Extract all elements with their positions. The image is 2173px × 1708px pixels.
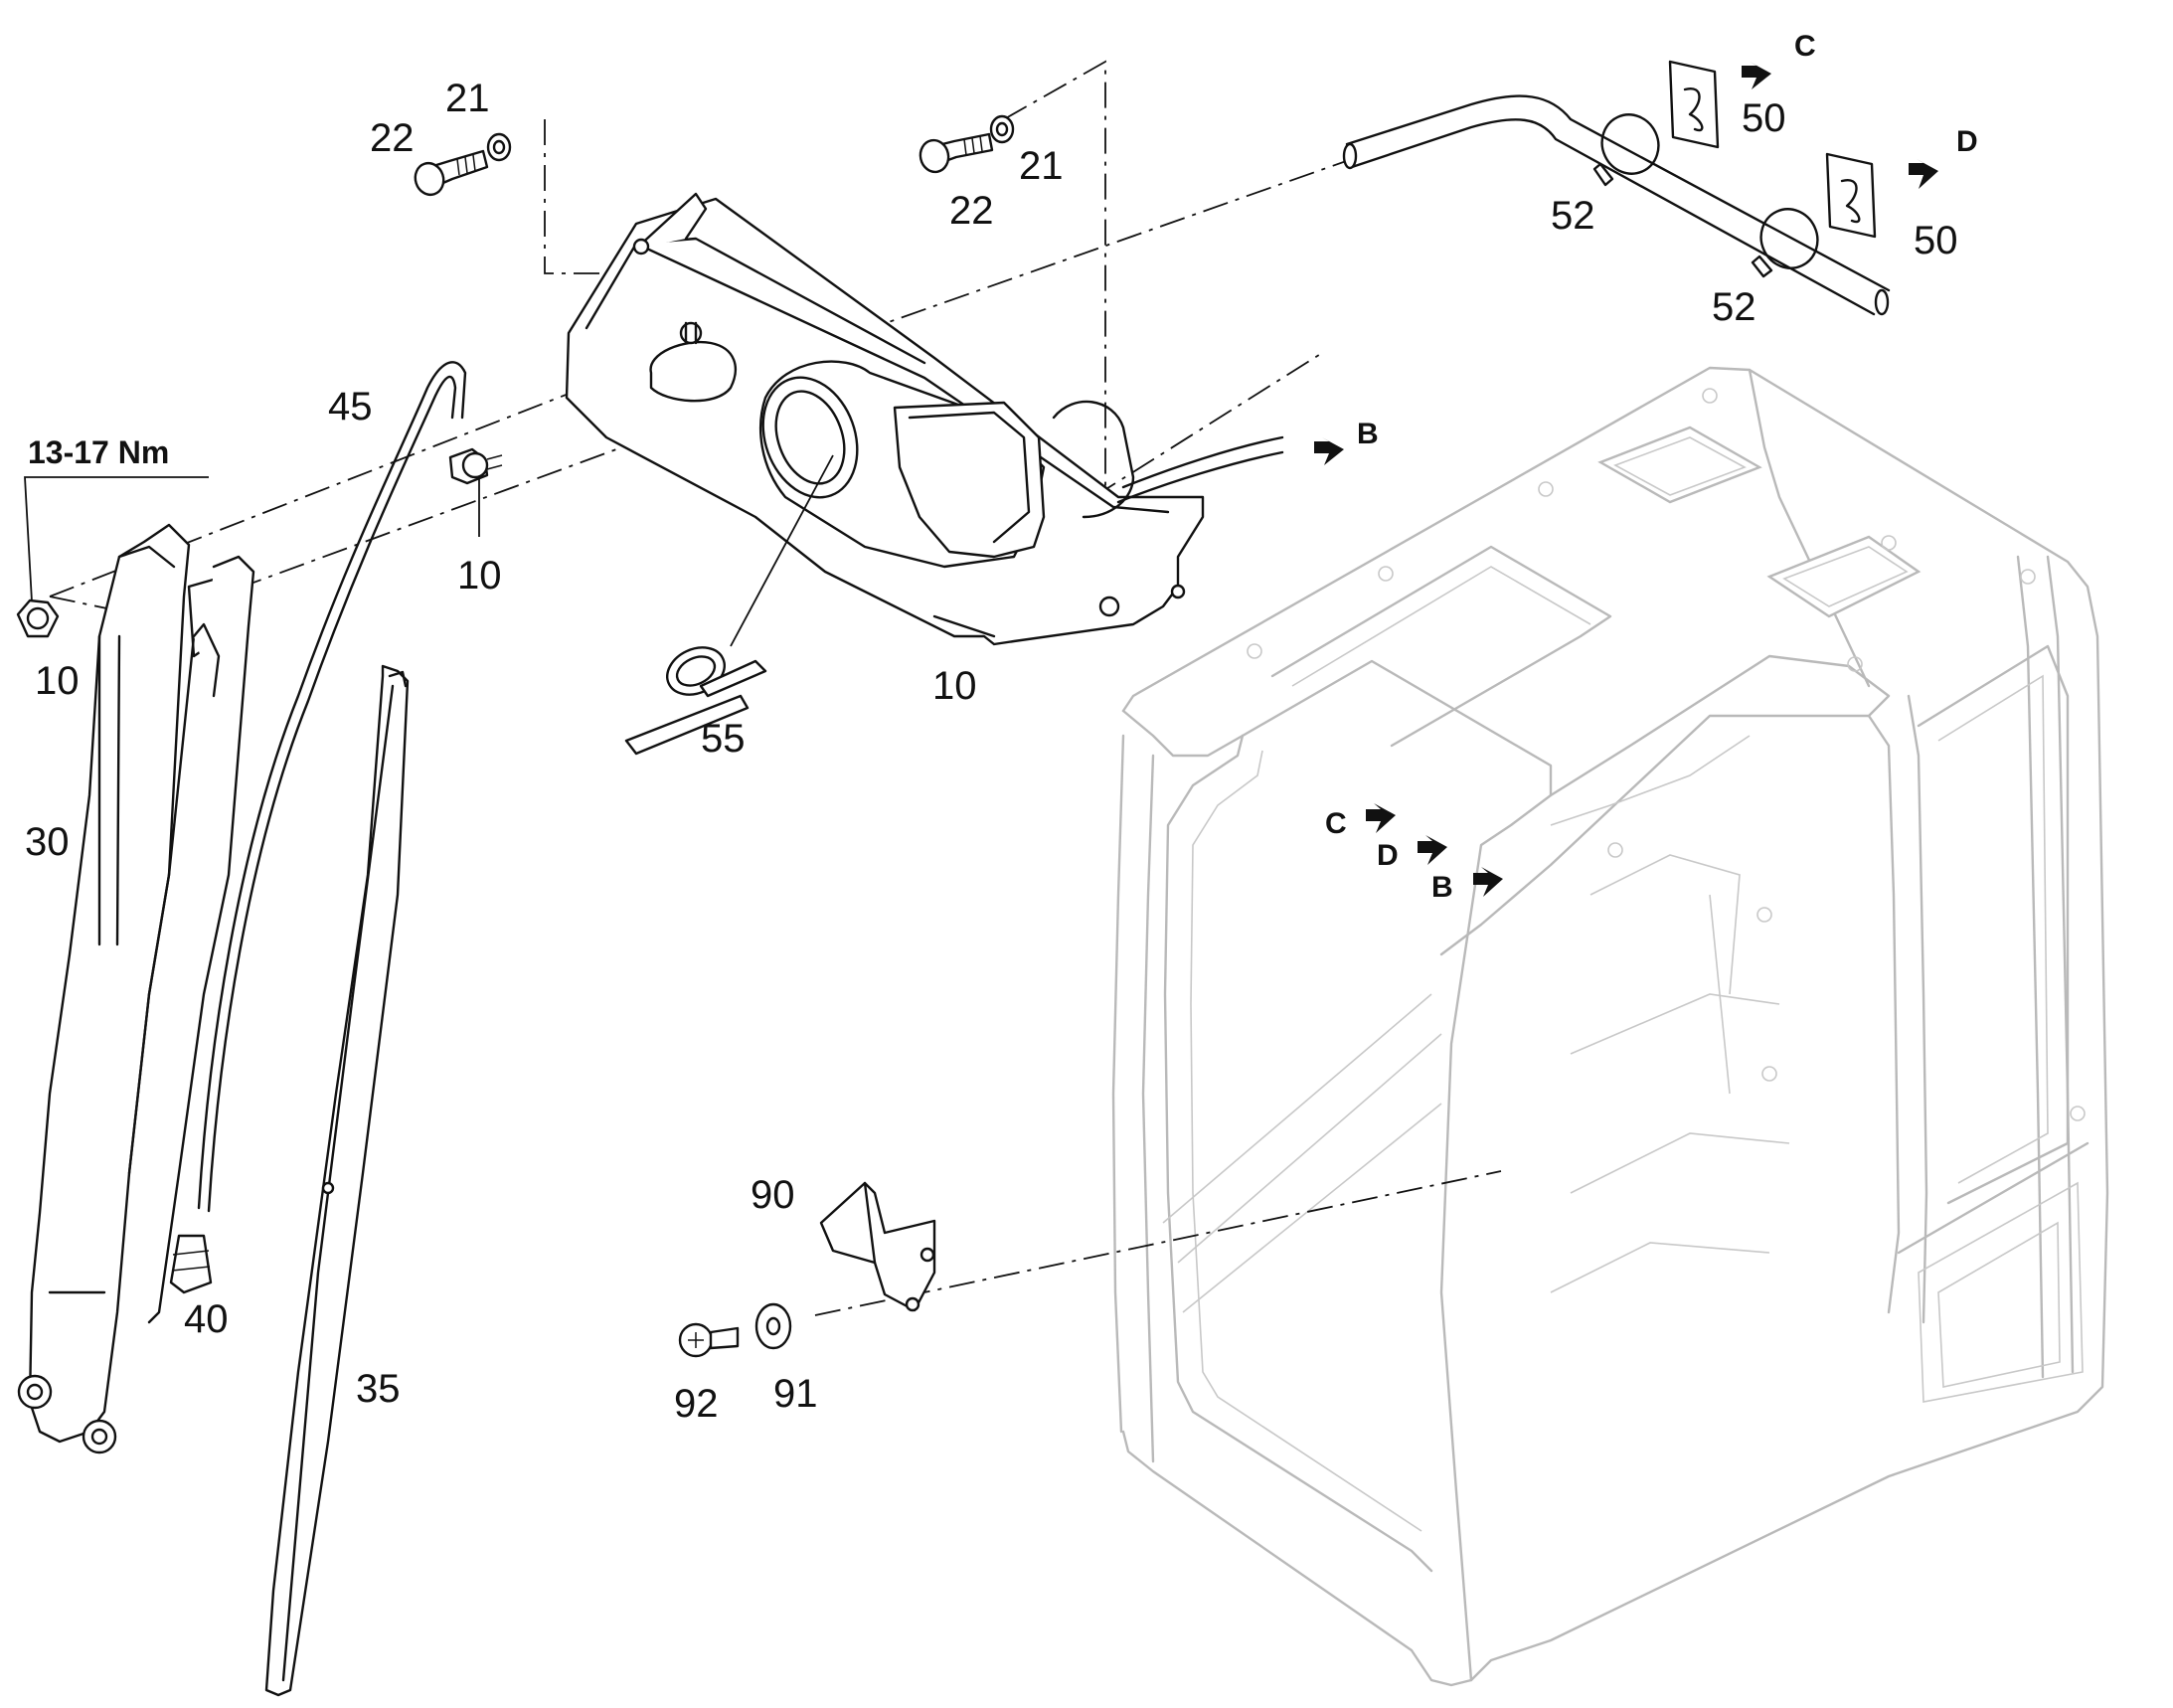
hex-nut-10 <box>16 476 209 638</box>
cab-tube-assembly <box>1342 60 1891 316</box>
label-10-plug: 10 <box>457 554 502 598</box>
label-55: 55 <box>701 717 746 761</box>
label-50-bottom: 50 <box>1914 219 1958 262</box>
label-92: 92 <box>674 1382 719 1426</box>
torque-spec: 13-17 Nm <box>28 434 169 470</box>
label-10-motor: 10 <box>932 664 977 708</box>
bolt-22-left <box>414 149 489 197</box>
bolt-22-right <box>919 132 994 174</box>
ref-c-cab: C <box>1325 807 1347 840</box>
cotter-clip-55 <box>624 646 767 756</box>
label-22-right: 22 <box>949 189 994 233</box>
hose-connector-40 <box>169 1234 213 1294</box>
label-21-left: 21 <box>445 77 490 120</box>
washer-nozzle-10 <box>448 447 503 537</box>
cab-frame <box>1111 366 2109 1687</box>
washer-21-right <box>989 114 1015 144</box>
ref-d-top: D <box>1956 125 1978 158</box>
label-35: 35 <box>356 1367 401 1411</box>
screw-92 <box>678 1322 740 1358</box>
label-52-bottom: 52 <box>1712 285 1756 329</box>
label-50-top: 50 <box>1742 96 1786 140</box>
label-21-right: 21 <box>1019 144 1064 188</box>
washer-91 <box>754 1302 792 1350</box>
ref-b-cab: B <box>1431 871 1453 904</box>
label-91: 91 <box>773 1372 818 1416</box>
wiper-blade-35 <box>264 664 410 1697</box>
label-40: 40 <box>184 1297 229 1341</box>
label-52-top: 52 <box>1551 194 1595 238</box>
label-10-nut: 10 <box>35 659 80 703</box>
label-30: 30 <box>25 820 70 864</box>
label-45: 45 <box>328 385 373 428</box>
label-22-left: 22 <box>370 116 415 160</box>
bracket-90 <box>819 1181 936 1312</box>
wiper-motor-assembly <box>565 192 1284 646</box>
washer-hose-45 <box>197 361 467 1213</box>
leader-55 <box>730 454 834 647</box>
ref-d-cab: D <box>1377 839 1399 872</box>
label-90: 90 <box>751 1173 795 1217</box>
ref-c-top: C <box>1794 30 1816 63</box>
wiper-arm-30 <box>17 523 255 1454</box>
reference-arrows <box>1314 62 1938 897</box>
washer-21-left <box>486 132 512 162</box>
ref-b-top: B <box>1357 418 1379 450</box>
